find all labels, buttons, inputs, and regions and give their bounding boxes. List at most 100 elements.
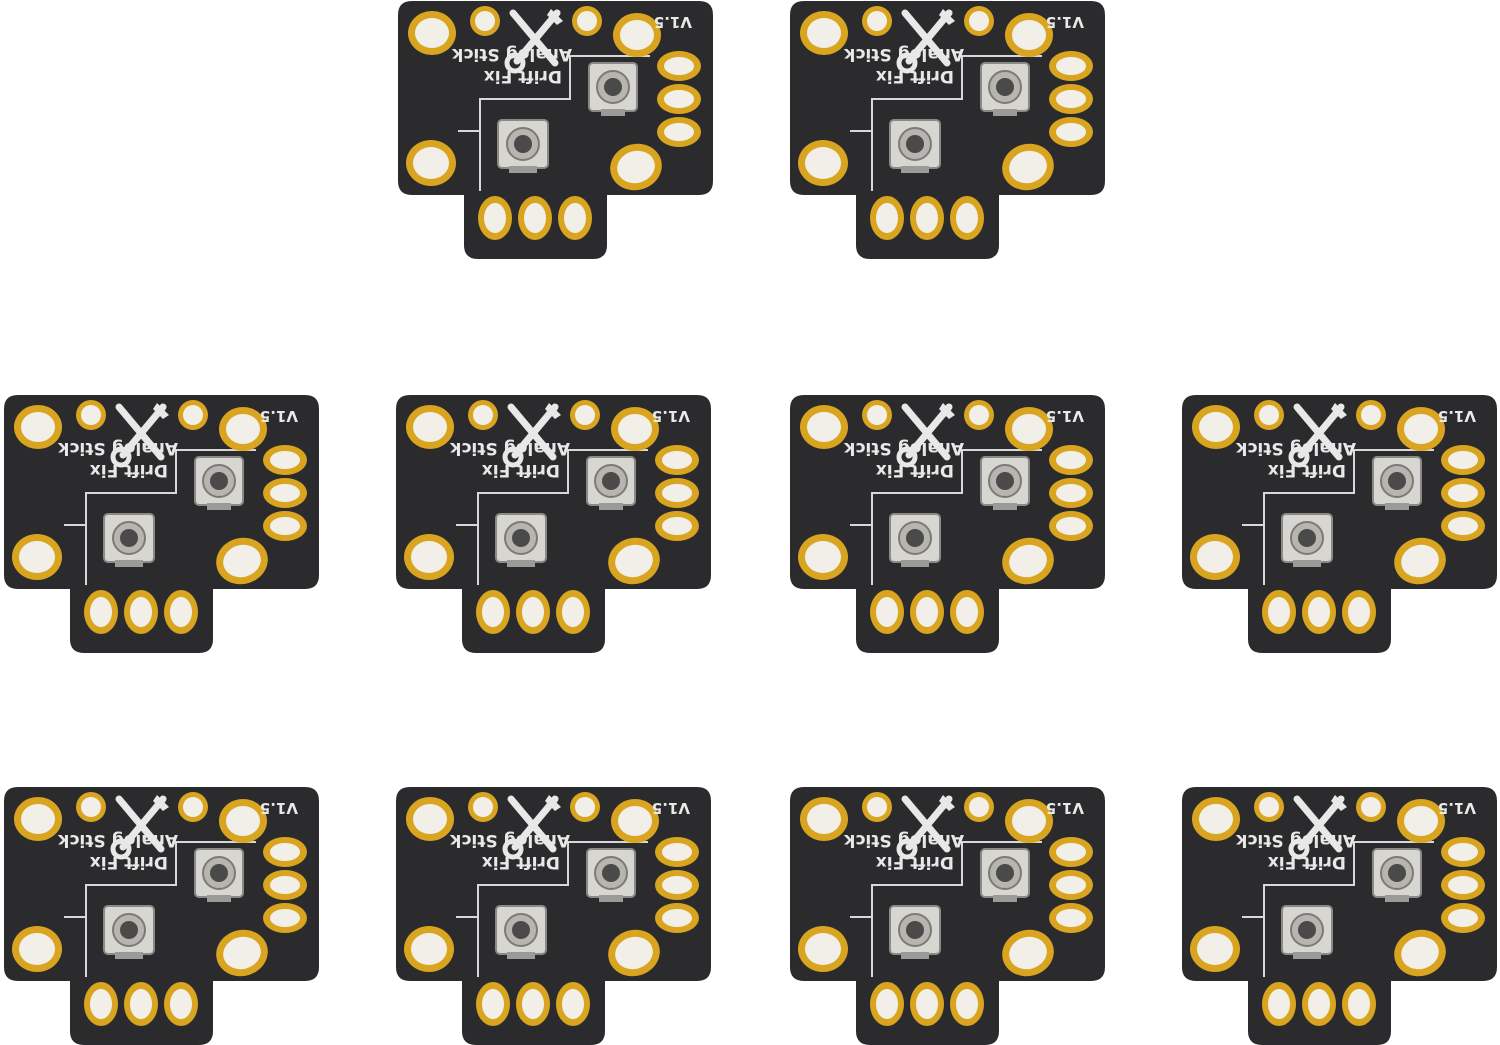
right-pad-column	[1441, 837, 1485, 933]
top-pad-row	[1192, 792, 1445, 843]
silkscreen-version: V1.5	[1046, 407, 1084, 425]
wrench-screwdriver-icon	[1288, 403, 1347, 468]
bottom-pad-row	[1262, 982, 1376, 1026]
trimmer-potentiometer	[586, 456, 636, 510]
silk-divider-line	[850, 449, 1042, 526]
silkscreen-line2: Analog Stick	[1235, 830, 1356, 850]
silkscreen-line2: Analog Stick	[1235, 438, 1356, 458]
top-pad-row	[1192, 400, 1445, 451]
right-pad-column	[1441, 445, 1485, 541]
silkscreen-line1: Drift Fix	[1268, 460, 1346, 480]
silkscreen-line1: Drift Fix	[484, 66, 562, 86]
bottom-pad-row	[84, 590, 198, 634]
bottom-pad-row	[1262, 590, 1376, 634]
silk-divider-line	[1242, 841, 1434, 918]
top-pad-row	[14, 400, 267, 451]
mount-pads	[12, 534, 268, 585]
silkscreen-line2: Analog Stick	[451, 44, 572, 64]
mount-pads	[1190, 534, 1446, 585]
silkscreen-line1: Drift Fix	[876, 460, 954, 480]
mount-pads	[798, 534, 1054, 585]
silk-divider-line	[456, 449, 648, 526]
bottom-pad-row	[870, 982, 984, 1026]
silkscreen-version: V1.5	[652, 407, 690, 425]
pcb-board-9: V1.5 Analog Stick Drift Fix	[790, 787, 1105, 1045]
silkscreen-line1: Drift Fix	[876, 852, 954, 872]
silk-divider-line	[64, 449, 256, 526]
wrench-screwdriver-icon	[896, 795, 955, 860]
silkscreen-version: V1.5	[1438, 799, 1476, 817]
silk-divider-line	[850, 55, 1042, 132]
trimmer-potentiometer	[980, 456, 1030, 510]
silk-divider-line	[64, 841, 256, 918]
pcb-board-3: V1.5 Analog Stick Drift Fix	[4, 395, 319, 653]
pcb-board-5: V1.5 Analog Stick Drift Fix	[790, 395, 1105, 653]
bottom-pad-row	[476, 590, 590, 634]
silkscreen-line2: Analog Stick	[843, 44, 964, 64]
silkscreen-version: V1.5	[260, 799, 298, 817]
trimmer-potentiometer	[1372, 848, 1422, 902]
silkscreen-line1: Drift Fix	[90, 460, 168, 480]
wrench-screwdriver-icon	[896, 403, 955, 468]
right-pad-column	[263, 445, 307, 541]
pcb-board-6: V1.5 Analog Stick Drift Fix	[1182, 395, 1497, 653]
top-pad-row	[408, 6, 661, 57]
top-pad-row	[14, 792, 267, 843]
silkscreen-line2: Analog Stick	[449, 830, 570, 850]
silkscreen-line2: Analog Stick	[57, 438, 178, 458]
silkscreen-version: V1.5	[260, 407, 298, 425]
right-pad-column	[263, 837, 307, 933]
mount-pads	[1190, 926, 1446, 977]
bottom-pad-row	[478, 196, 592, 240]
right-pad-column	[1049, 51, 1093, 147]
silkscreen-line2: Analog Stick	[449, 438, 570, 458]
silk-divider-line	[1242, 449, 1434, 526]
trimmer-potentiometer	[1281, 905, 1333, 959]
top-pad-row	[800, 400, 1053, 451]
silkscreen-line1: Drift Fix	[1268, 852, 1346, 872]
pcb-board-7: V1.5 Analog Stick Drift Fix	[4, 787, 319, 1045]
trimmer-potentiometer	[495, 513, 547, 567]
bottom-pad-row	[870, 590, 984, 634]
bottom-pad-row	[870, 196, 984, 240]
mount-pads	[798, 926, 1054, 977]
trimmer-potentiometer	[889, 513, 941, 567]
trimmer-potentiometer	[194, 456, 244, 510]
trimmer-potentiometer	[194, 848, 244, 902]
right-pad-column	[657, 51, 701, 147]
trimmer-potentiometer	[980, 848, 1030, 902]
trimmer-potentiometer	[1281, 513, 1333, 567]
right-pad-column	[655, 445, 699, 541]
trimmer-potentiometer	[586, 848, 636, 902]
bottom-pad-row	[476, 982, 590, 1026]
top-pad-row	[800, 6, 1053, 57]
wrench-screwdriver-icon	[110, 795, 169, 860]
silk-divider-line	[458, 55, 650, 132]
top-pad-row	[406, 792, 659, 843]
silkscreen-line1: Drift Fix	[482, 852, 560, 872]
right-pad-column	[655, 837, 699, 933]
trimmer-potentiometer	[889, 905, 941, 959]
silkscreen-line2: Analog Stick	[57, 830, 178, 850]
wrench-screwdriver-icon	[504, 9, 563, 74]
trimmer-potentiometer	[103, 905, 155, 959]
pcb-board-4: V1.5 Analog Stick Drift Fix	[396, 395, 711, 653]
pcb-board-1: V1.5 Analog Stick Drift Fix	[398, 1, 713, 259]
pcb-board-10: V1.5 Analog Stick Drift Fix	[1182, 787, 1497, 1045]
silkscreen-line1: Drift Fix	[482, 460, 560, 480]
trimmer-potentiometer	[1372, 456, 1422, 510]
wrench-screwdriver-icon	[110, 403, 169, 468]
silkscreen-line2: Analog Stick	[843, 830, 964, 850]
trimmer-potentiometer	[889, 119, 941, 173]
right-pad-column	[1049, 837, 1093, 933]
silkscreen-version: V1.5	[1046, 799, 1084, 817]
trimmer-potentiometer	[980, 62, 1030, 116]
pcb-board-8: V1.5 Analog Stick Drift Fix	[396, 787, 711, 1045]
wrench-screwdriver-icon	[502, 795, 561, 860]
wrench-screwdriver-icon	[502, 403, 561, 468]
silk-divider-line	[850, 841, 1042, 918]
silkscreen-version: V1.5	[1046, 13, 1084, 31]
mount-pads	[404, 534, 660, 585]
mount-pads	[406, 140, 662, 191]
silkscreen-version: V1.5	[654, 13, 692, 31]
